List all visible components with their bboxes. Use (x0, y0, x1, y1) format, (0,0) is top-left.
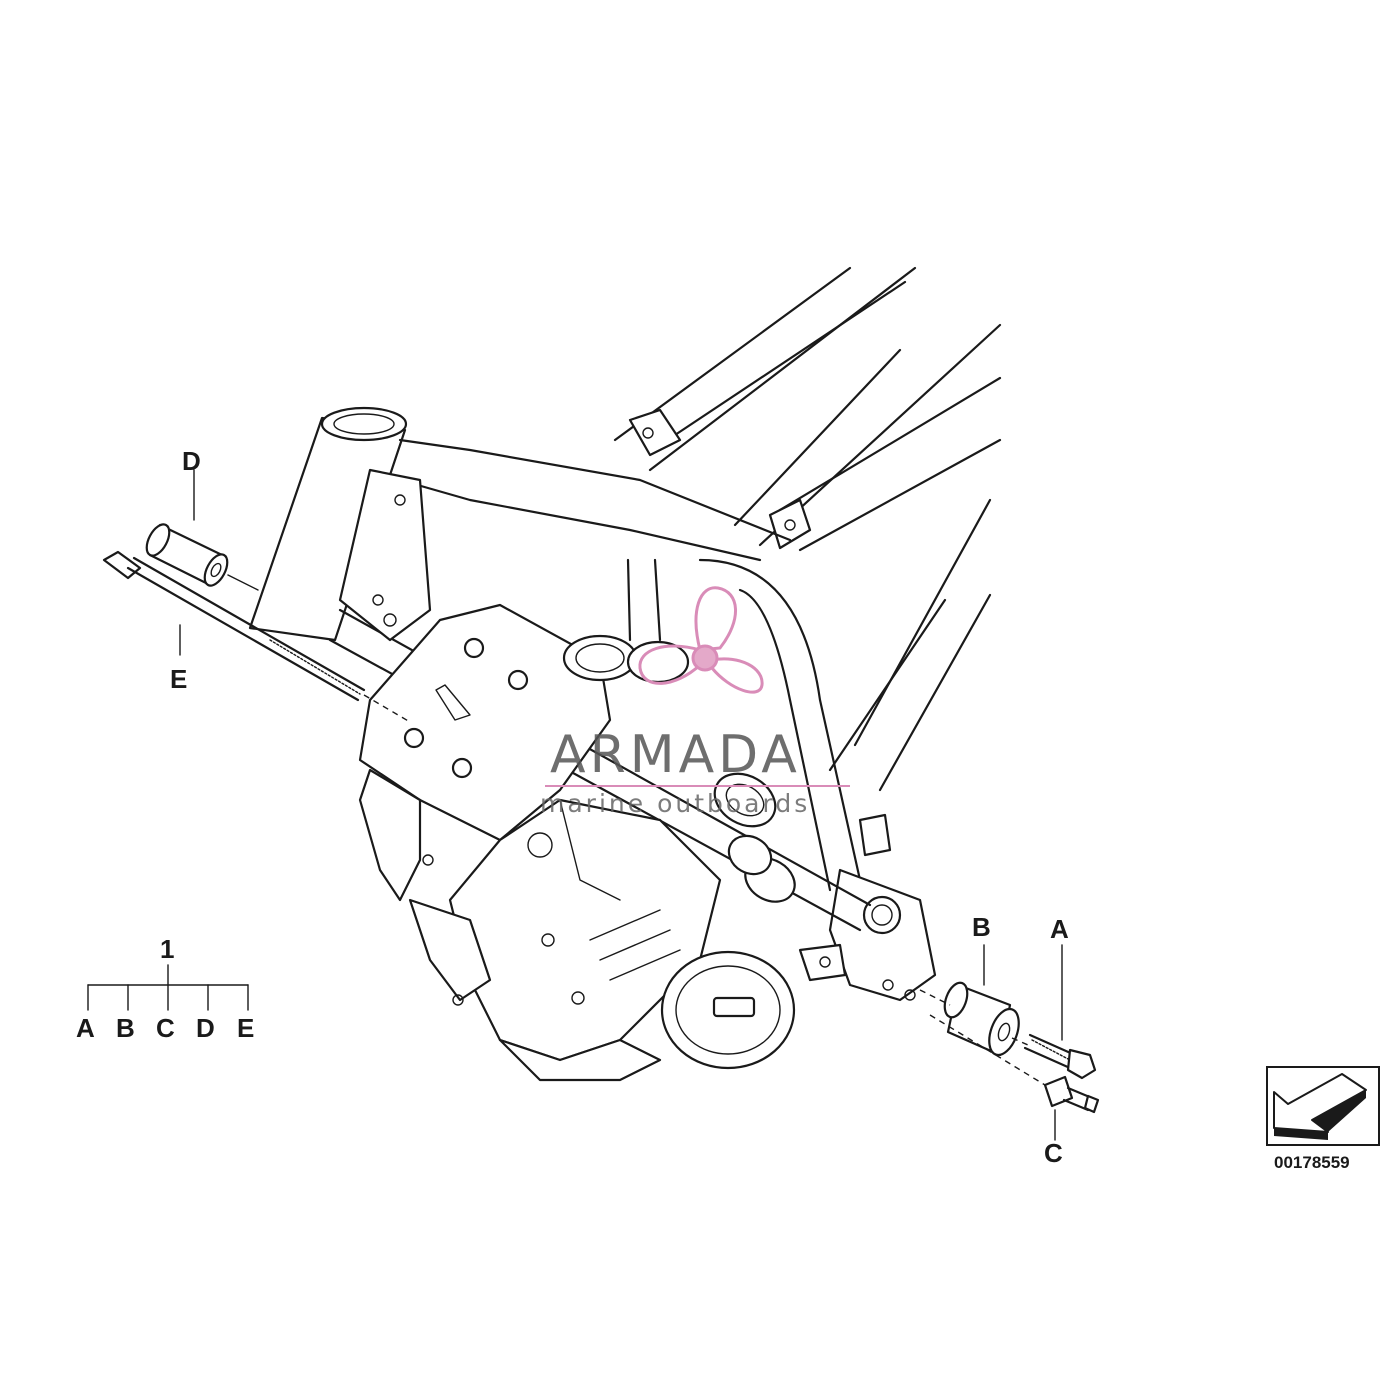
kit-tree: 1 A B C D E (76, 934, 254, 1043)
kit-member-e: E (237, 1013, 254, 1043)
part-a-hexbolt (1011, 944, 1097, 1080)
callout-e: E (170, 664, 187, 694)
callout-labels: D E B A C (170, 446, 1069, 1168)
arrow-symbol-icon (1273, 1073, 1367, 1140)
part-c-stud (929, 1014, 1100, 1141)
reference-code: 00178559 (1274, 1153, 1350, 1172)
kit-member-a: A (76, 1013, 95, 1043)
frame-drawing (248, 266, 1002, 1082)
kit-number: 1 (160, 934, 174, 964)
part-b-bumper (919, 944, 1020, 1057)
watermark-tagline: marine outboards (540, 789, 810, 818)
watermark: ARMADA marine outboards (540, 586, 850, 818)
callout-d: D (182, 446, 201, 476)
orientation-symbol: 00178559 (1266, 1066, 1380, 1172)
callout-a: A (1050, 914, 1069, 944)
callout-b: B (972, 912, 991, 942)
part-d-spacer (145, 469, 259, 591)
part-e-bolt (102, 550, 411, 723)
propeller-logo-icon (638, 586, 764, 694)
kit-member-c: C (156, 1013, 175, 1043)
kit-member-b: B (116, 1013, 135, 1043)
callout-c: C (1044, 1138, 1063, 1168)
watermark-brand: ARMADA (550, 725, 801, 785)
kit-member-d: D (196, 1013, 215, 1043)
